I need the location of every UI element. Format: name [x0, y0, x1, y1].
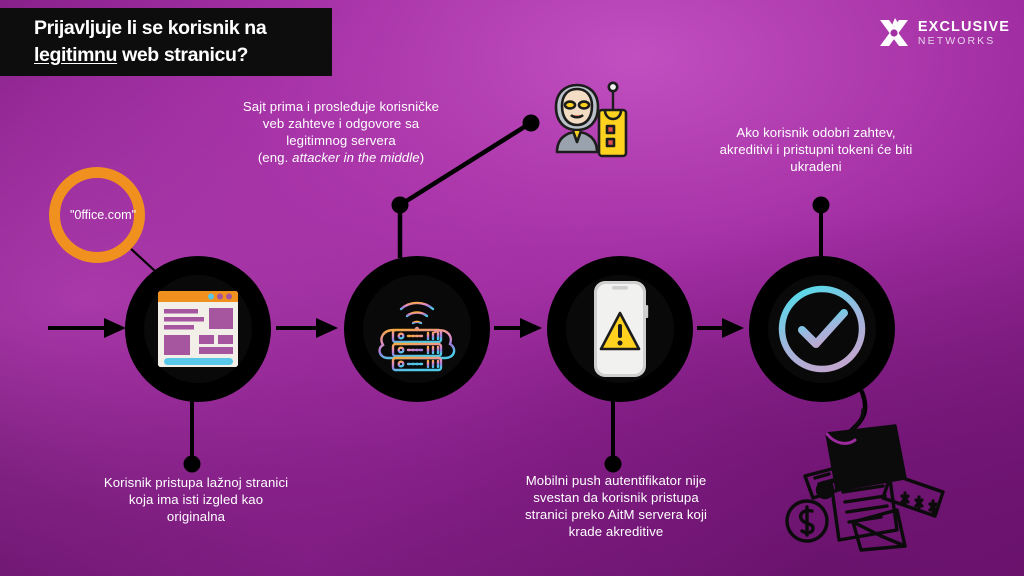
callout-fake-site: Korisnik pristupa lažnoj stranici koja i… [56, 474, 336, 525]
callout-stolen-line1: Ako korisnik odobri zahtev, [736, 125, 896, 140]
callout-aitm-line2: veb zahteve i odgovore sa [262, 116, 420, 132]
callout-aitm: Sajt prima i prosleđuje korisničke veb z… [196, 98, 486, 167]
arrow-node1-node2 [276, 318, 338, 338]
callout-fake-line3: originalna [166, 509, 226, 525]
callout-aitm-line4-italic: attacker in the middle [292, 150, 420, 166]
callout-stolen-credentials: Ako korisnik odobri zahtev, akreditivi i… [666, 124, 966, 175]
leader-node4-up [812, 196, 830, 256]
hacker-with-radio-icon [554, 81, 628, 158]
callout-aitm-line3: legitimnog servera [286, 133, 396, 149]
callout-aitm-line4: (eng. attacker in the middle) [196, 149, 486, 166]
leader-node1-down [183, 395, 201, 473]
entry-arrow [48, 318, 126, 338]
page-title-line2-rest: web stranicu? [117, 44, 249, 66]
node-aitm-server [344, 256, 490, 402]
page-title-line1: Prijavljuje li se korisnik na [34, 17, 267, 40]
browser-window-icon [158, 291, 238, 367]
smartphone-warning-icon [594, 281, 649, 377]
leader-node3-down [604, 396, 622, 473]
brand-name-line1: EXCLUSIVE [917, 18, 1010, 35]
leader-node2-to-hacker [391, 114, 540, 258]
callout-stolen-line3: ukradeni [790, 159, 842, 175]
cloud-server-wifi-icon [378, 301, 456, 372]
callout-aitm-line4-prefix: (eng. [257, 150, 293, 166]
check-circle-icon [778, 285, 866, 373]
page-title-underlined-word: legitimnu [34, 44, 118, 66]
page-title-banner: Prijavljuje li se korisnik na legitimnu … [0, 8, 332, 76]
callout-aitm-line1: Sajt prima i prosleđuje korisničke [242, 99, 440, 114]
spoofed-domain-label: "0ffice.com" [69, 208, 137, 222]
exclusive-networks-x-logo-icon [879, 18, 908, 46]
callout-aitm-line4-suffix: ) [419, 150, 425, 166]
page-title-line2: legitimnu web stranicu? [34, 42, 316, 69]
callout-fake-line2: koja ima isti izgled kao [128, 492, 264, 508]
node-mobile-push-auth [547, 256, 693, 402]
arrow-node2-node3 [494, 318, 542, 338]
callout-push-auth: Mobilni push autentifikator nije svestan… [466, 472, 766, 541]
brand-logo: EXCLUSIVE NETWORKS [877, 16, 1010, 50]
callout-push-line2: svestan da korisnik pristupa [533, 490, 699, 506]
spoofed-domain-bubble: "0ffice.com" [49, 167, 145, 263]
callout-push-line3: stranici preko AitM servera koji [524, 507, 708, 523]
callout-push-line1: Mobilni push autentifikator nije [525, 473, 707, 488]
brand-name-line2: NETWORKS [917, 35, 996, 47]
phishing-hook-stolen-credentials-icon [785, 408, 945, 552]
callout-fake-line1: Korisnik pristupa lažnoj stranici [103, 475, 289, 490]
callout-stolen-line2: akreditivi i pristupni tokeni će biti [719, 142, 913, 158]
arrow-node3-node4 [697, 318, 744, 338]
node-fake-website [125, 256, 271, 402]
callout-push-line4: krade akreditive [568, 524, 664, 540]
node-user-approves [749, 256, 895, 402]
